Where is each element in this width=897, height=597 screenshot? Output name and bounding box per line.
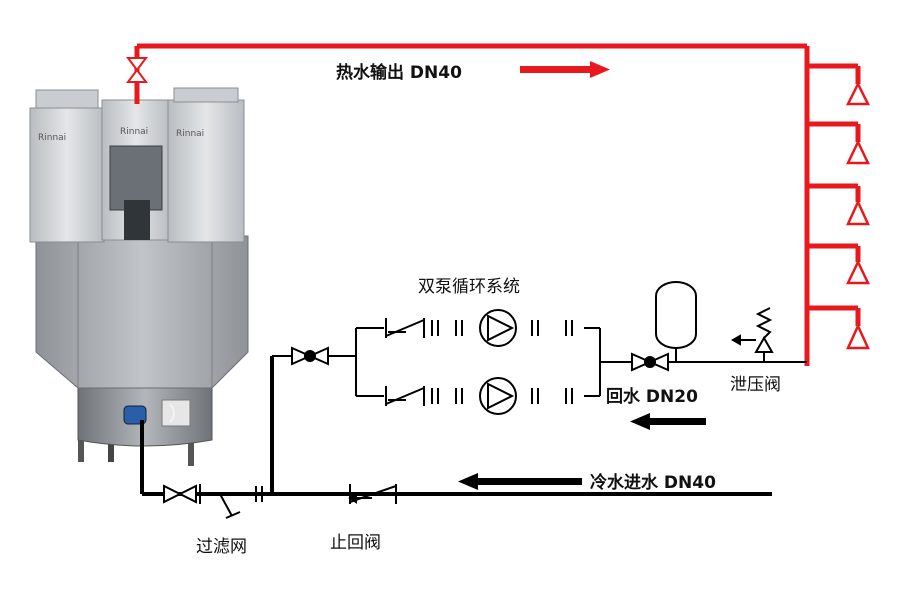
heater-unit-left xyxy=(29,107,105,243)
relief-valve-label: 泄压阀 xyxy=(730,375,781,395)
outlet-fixtures xyxy=(845,81,871,350)
return-label: 回水 DN20 xyxy=(606,386,698,407)
heater-appliance: Rinnai Rinnai Rinnai xyxy=(29,87,249,466)
heater-unit-right xyxy=(167,99,245,243)
pressure-relief-valve xyxy=(730,307,774,362)
control-panel xyxy=(109,145,163,211)
tank-box xyxy=(161,399,191,427)
cold-water-pipe xyxy=(140,356,772,496)
check-valve-symbol xyxy=(348,484,397,504)
brand-logo: Rinnai xyxy=(38,133,66,143)
brand-logo: Rinnai xyxy=(120,127,148,137)
pump-branch-upper xyxy=(385,309,573,347)
pump-circuit-pipes xyxy=(272,327,807,397)
heater-leg xyxy=(188,432,194,466)
faucet-icon xyxy=(845,81,871,106)
cold-inlet-label: 冷水进水 DN40 xyxy=(590,472,716,493)
supply-ball-valve xyxy=(291,346,329,366)
expansion-tank xyxy=(655,281,697,362)
check-valve-label: 止回阀 xyxy=(330,533,381,553)
heater-leg xyxy=(108,440,114,462)
heater-cabinet xyxy=(35,235,249,389)
faucet-icon xyxy=(846,198,870,226)
faucet-icon xyxy=(846,322,870,350)
cold-isolation-valve xyxy=(163,484,263,504)
faucet-icon xyxy=(846,139,870,165)
heater-leg xyxy=(78,432,84,462)
pump-system-label: 双泵循环系统 xyxy=(418,277,520,297)
faucet-icon xyxy=(846,259,870,285)
tank-outlet-port xyxy=(123,405,147,425)
return-ball-valve xyxy=(631,352,669,372)
hot-outlet-valve xyxy=(126,57,148,83)
hot-water-pipe xyxy=(134,43,861,366)
hot-output-label: 热水输出 DN40 xyxy=(336,62,462,83)
cold-flow-arrow xyxy=(458,473,582,490)
hot-flow-arrow xyxy=(520,61,610,78)
pump-branch-lower xyxy=(385,377,573,415)
filter-label: 过滤网 xyxy=(196,537,247,557)
return-flow-arrow xyxy=(630,413,706,430)
brand-logo: Rinnai xyxy=(176,129,204,139)
